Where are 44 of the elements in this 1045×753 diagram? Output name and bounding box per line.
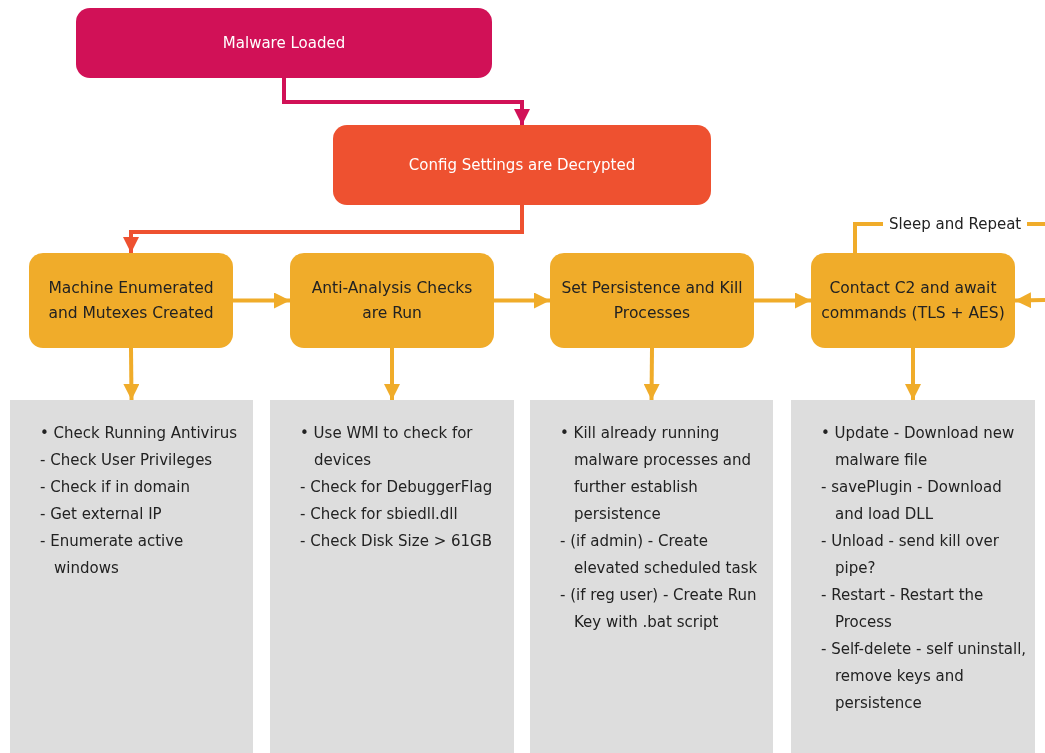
list-item: - (if admin) - Create elevated scheduled task [560,531,759,579]
arrow [905,348,921,400]
list-item: - Check User Privileges [40,450,214,471]
process-box [811,253,1015,348]
notes-panel [270,400,514,753]
arrow [643,347,660,401]
list-item: - Restart - Restart the Process [821,585,985,633]
list-item: - Get external IP [40,504,163,525]
notes-panel [10,400,253,753]
process-box [290,253,494,348]
list-item: • Use WMI to check for devices [300,423,474,471]
process-box [29,253,233,348]
box-label: Contact C2 and await commands (TLS + AES) [821,277,1005,324]
arrow [1014,292,1045,309]
list-item: - Check Disk Size > 61GB [300,531,493,552]
list-item: • Kill already running malware processes and further establish persistence [560,423,752,525]
list-item: - savePlugin - Download and load DLL [821,477,1003,525]
process-box [76,8,492,78]
notes-panel [791,400,1035,753]
list-item: - Check if in domain [40,477,191,498]
list-item: - (if reg user) - Create Run Key with .bat script [560,585,758,633]
box-label: Config Settings are Decrypted [408,154,636,176]
arrow [494,292,550,309]
process-box [333,125,711,205]
list-item: - Check for DebuggerFlag [300,477,494,498]
box-label: Malware Loaded [222,32,346,54]
arrow [384,348,400,400]
list-item: - Check for sbiedll.dll [300,504,459,525]
arrow [123,205,524,253]
list-item: • Check Running Antivirus [40,423,239,444]
box-label: Set Persistence and Kill Processes [560,277,744,324]
list-item: • Update - Download new malware file [821,423,1016,471]
box-label: Anti-Analysis Checks are Run [310,277,474,324]
arrow [282,78,530,125]
list-item: - Unload - send kill over pipe? [821,531,1000,579]
process-box [550,253,754,348]
arrow [754,292,811,309]
arrow [233,292,290,309]
list-item: - Self-delete - self uninstall, remove keys and persistence [821,639,1027,714]
edge-label: Sleep and Repeat [883,214,1028,234]
notes-panel [530,400,773,753]
list-item: - Enumerate active windows [40,531,185,579]
box-label: Machine Enumerated and Mutexes Created [47,277,215,324]
arrow [123,347,140,401]
